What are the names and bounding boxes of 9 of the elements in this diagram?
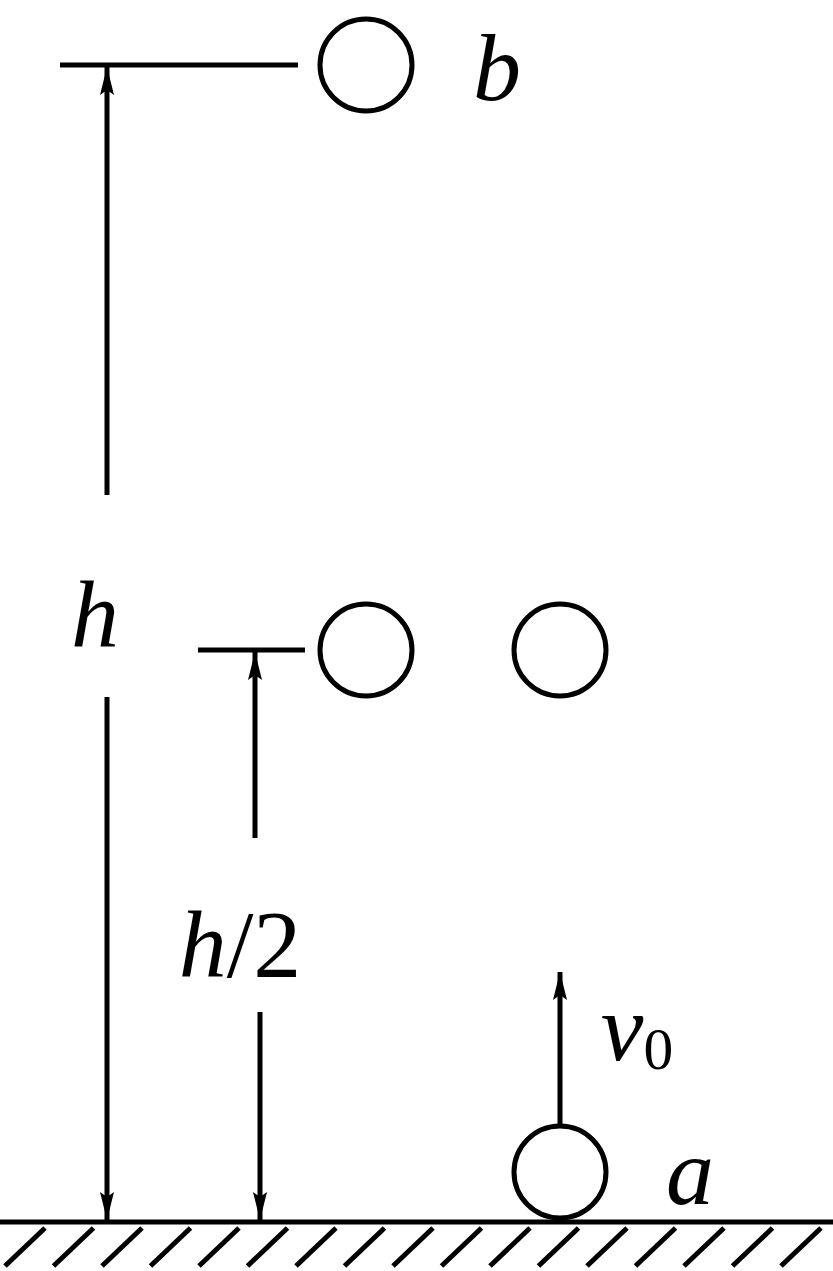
ball-label: b	[473, 20, 521, 116]
ball	[511, 1123, 609, 1221]
dimension-label: h/2	[178, 897, 302, 993]
ball	[317, 16, 415, 114]
ball	[317, 601, 415, 699]
ball-label: a	[666, 1124, 714, 1220]
ball	[511, 601, 609, 699]
velocity-label: v$_{0}$	[600, 980, 674, 1080]
dimension-label: h	[71, 567, 119, 663]
